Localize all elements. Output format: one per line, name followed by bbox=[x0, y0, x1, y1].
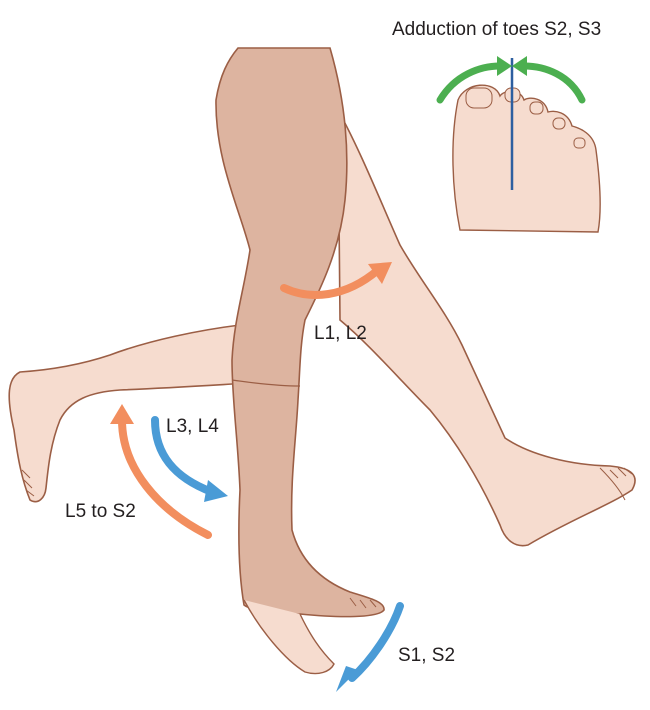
plantar-flexion-arrow bbox=[348, 602, 404, 682]
hip-flexion-arrow-head bbox=[110, 404, 134, 424]
hip-rotation-arrow-head bbox=[368, 262, 392, 284]
knee-extension-arrow bbox=[151, 416, 216, 496]
back-leg-right bbox=[337, 109, 636, 547]
front-leg bbox=[215, 47, 385, 675]
hip-flexion-arrow bbox=[118, 416, 212, 539]
hip-rotation-label: L1, L2 bbox=[314, 323, 367, 344]
plantar-flexion-label: S1, S2 bbox=[398, 645, 456, 666]
toe-adduction-label: Adduction of toes S2, S3 bbox=[392, 19, 602, 40]
knee-extension-label: L3, L4 bbox=[166, 416, 219, 437]
plantar-flexion-arrow-head bbox=[336, 666, 358, 692]
adduction-arrow-right bbox=[520, 62, 586, 104]
back-leg-left bbox=[8, 324, 251, 503]
adduction-arrow-left bbox=[436, 62, 504, 104]
hip-flexion-label: L5 to S2 bbox=[65, 501, 136, 522]
adduction-arrow-left-head bbox=[497, 56, 512, 76]
adduction-arrow-right-head bbox=[512, 56, 527, 76]
toes-inset bbox=[452, 84, 601, 233]
hip-rotation-arrow bbox=[280, 266, 382, 299]
knee-extension-arrow-head bbox=[204, 480, 228, 502]
